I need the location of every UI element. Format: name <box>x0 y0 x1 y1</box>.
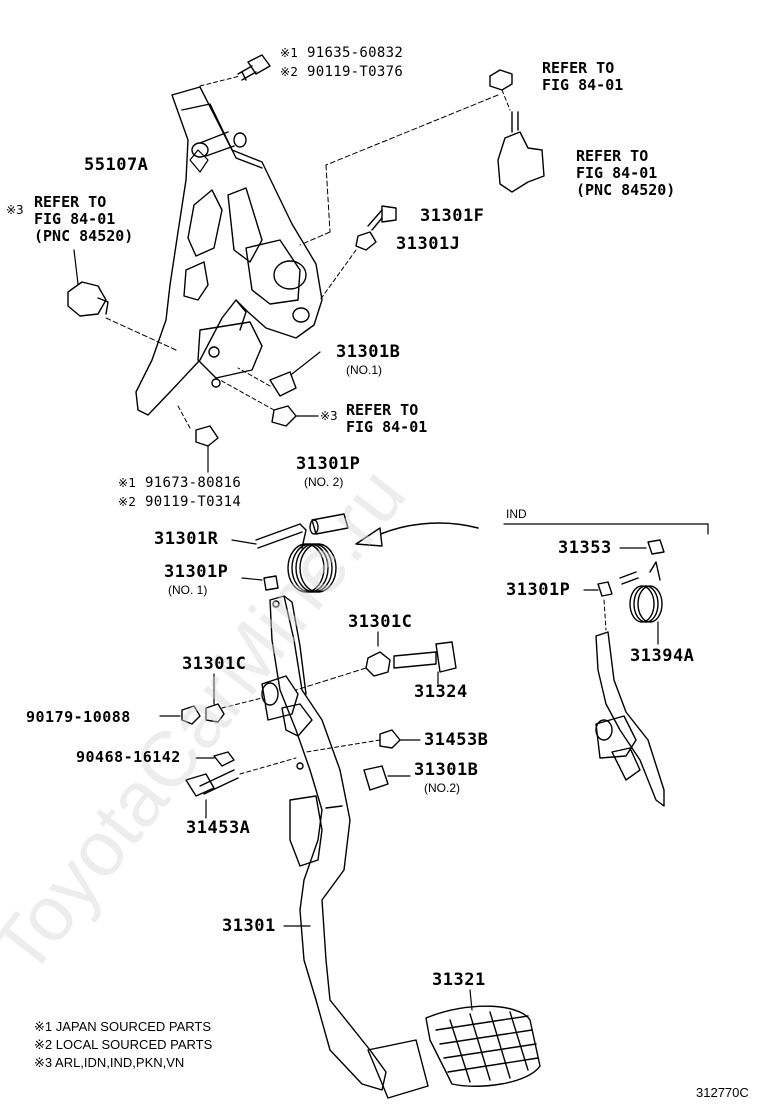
part-31301R: 31301R <box>154 529 219 549</box>
part-90468-16142: 90468-16142 <box>76 748 181 766</box>
part-31301P-top: 31301P <box>296 454 361 474</box>
bolt-top-num-1: 91635-60832 <box>307 45 404 61</box>
part-31321: 31321 <box>432 970 486 990</box>
left-switch-shape <box>67 249 177 351</box>
part-31301J: 31301J <box>396 234 461 254</box>
bolt-top-num-2: 90119-T0376 <box>307 64 404 80</box>
nut-31453B-shape <box>305 729 421 753</box>
bushing-no1-shape <box>241 575 279 591</box>
legend-item-3: ※3 ARL,IDN,IND,PKN,VN <box>34 1055 185 1070</box>
part-55107A: 55107A <box>84 155 149 175</box>
bolt-top-shape <box>199 54 271 87</box>
part-31301P-left: 31301P <box>164 562 229 582</box>
bolt-bottom-mark-1: ※1 <box>118 476 137 490</box>
spring-31301R-shape <box>231 523 337 593</box>
stopper-no1-shape <box>237 351 321 397</box>
part-31324: 31324 <box>414 682 468 702</box>
bolt-bottom-shape <box>177 405 219 473</box>
part-31301: 31301 <box>222 916 276 936</box>
part-31301B-no2: 31301B <box>414 760 479 780</box>
part-31301F: 31301F <box>420 206 485 226</box>
bolt-top-label-2: ※2 90119-T0376 <box>280 65 403 79</box>
legend-item-2: ※2 LOCAL SOURCED PARTS <box>34 1037 213 1052</box>
bolt-bottom-num-2: 90119-T0314 <box>145 494 242 510</box>
switch-assembly-shape <box>299 69 545 246</box>
ref-top-right-1: REFER TO FIG 84-01 <box>542 59 624 94</box>
pin-31453A-shape <box>185 757 297 819</box>
part-31301P-top-sub: (NO. 2) <box>304 475 344 489</box>
assembly-arrow <box>355 522 479 547</box>
part-31301B: 31301B <box>336 342 401 362</box>
ref-top-right-2: REFER TO FIG 84-01 (PNC 84520) <box>576 147 676 199</box>
part-31301B-sub: (NO.1) <box>346 363 382 377</box>
pedal-pad <box>425 1005 541 1087</box>
part-31301C-left: 31301C <box>182 654 247 674</box>
legend-item-1: ※1 JAPAN SOURCED PARTS <box>34 1019 212 1034</box>
bolt-31301F-shape <box>319 205 397 301</box>
bolt-top-mark-2: ※2 <box>280 65 299 79</box>
nuts-left-shape <box>159 673 263 725</box>
bolt-bottom-mark-2: ※2 <box>118 495 137 509</box>
part-31301P-left-sub: (NO. 1) <box>168 583 208 597</box>
stopper-no2-shape <box>363 765 411 791</box>
part-90179-10088: 90179-10088 <box>26 708 131 726</box>
part-31353: 31353 <box>558 538 612 558</box>
part-31301B-no2-sub: (NO.2) <box>424 781 460 795</box>
pedal-bracket <box>135 86 323 416</box>
part-31301P-ind: 31301P <box>506 580 571 600</box>
bolt-top-mark-1: ※1 <box>280 46 299 60</box>
bolt-bottom-num-1: 91673-80816 <box>145 475 242 491</box>
ind-box-label: IND <box>506 507 527 521</box>
part-31394A: 31394A <box>630 646 695 666</box>
nut-mid-shape <box>219 379 319 427</box>
pedal-arm <box>261 595 429 1099</box>
part-31453A: 31453A <box>186 818 251 838</box>
ref-mid: REFER TO FIG 84-01 <box>346 401 428 436</box>
bolt-31324-shape <box>295 631 457 691</box>
pin-90468-shape <box>195 751 235 767</box>
ind-box-shape <box>503 523 709 807</box>
figure-code: 312770C <box>696 1085 749 1100</box>
part-31453B: 31453B <box>424 730 489 750</box>
bolt-top-label-1: ※1 91635-60832 <box>280 46 403 60</box>
ref-mid-mark: ※3 <box>320 409 338 423</box>
ref-left: REFER TO FIG 84-01 (PNC 84520) <box>34 193 134 245</box>
part-31301C-right: 31301C <box>348 612 413 632</box>
ref-left-mark: ※3 <box>6 203 24 217</box>
bushing-no2-shape <box>309 513 349 535</box>
bolt-bottom-label-1: ※1 91673-80816 <box>118 476 241 490</box>
bolt-bottom-label-2: ※2 90119-T0314 <box>118 495 241 509</box>
